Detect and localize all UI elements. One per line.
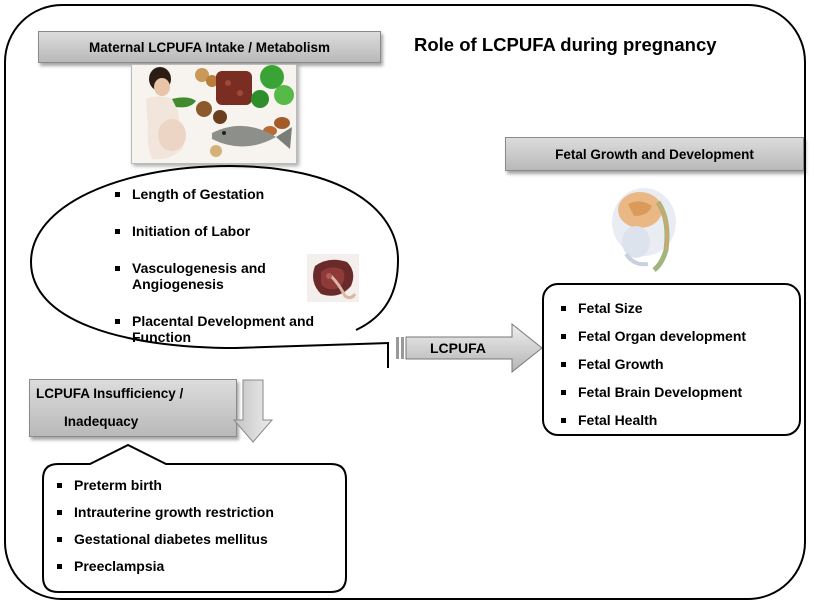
fetal-outcomes-list: Fetal Size Fetal Organ development Fetal… — [554, 300, 799, 428]
placental-effects-list-wrap: Length of Gestation Initiation of Labor … — [108, 186, 338, 345]
list-item: Fetal Growth — [554, 356, 799, 372]
placental-effects-list: Length of Gestation Initiation of Labor … — [108, 186, 338, 345]
maternal-intake-header-label: Maternal LCPUFA Intake / Metabolism — [88, 39, 331, 55]
diagram-title: Role of LCPUFA during pregnancy — [414, 34, 717, 55]
diagram-frame — [4, 4, 806, 600]
list-item: Fetal Organ development — [554, 328, 799, 344]
down-arrow — [232, 379, 274, 443]
list-item: Fetal Size — [554, 300, 799, 316]
list-item: Fetal Brain Development — [554, 384, 799, 400]
list-item: Vasculogenesis and Angiogenesis — [108, 260, 307, 292]
fetal-growth-header: Fetal Growth and Development — [505, 137, 804, 171]
maternal-diet-image — [131, 64, 297, 164]
fetal-outcomes-box: Fetal Size Fetal Organ development Fetal… — [542, 283, 801, 436]
list-item: Length of Gestation — [108, 186, 338, 202]
list-item: Preeclampsia — [50, 558, 340, 574]
arrow-label: LCPUFA — [430, 340, 486, 356]
maternal-intake-header: Maternal LCPUFA Intake / Metabolism — [38, 31, 381, 63]
placenta-picture — [307, 254, 359, 302]
list-item: Fetal Health — [554, 412, 799, 428]
placenta-image — [307, 254, 359, 302]
fetus-picture — [600, 180, 698, 276]
list-item: Placental Development and Function — [108, 313, 342, 345]
insufficiency-label-line2: Inadequacy — [64, 414, 139, 429]
fetal-growth-header-label: Fetal Growth and Development — [555, 146, 754, 162]
list-item: Intrauterine growth restriction — [50, 504, 340, 520]
list-item: Preterm birth — [50, 477, 340, 493]
pregnant-woman-foods-picture — [132, 65, 296, 163]
insufficiency-header: LCPUFA Insufficiency / Inadequacy — [29, 379, 237, 437]
list-item: Gestational diabetes mellitus — [50, 531, 340, 547]
lcpufa-arrow: LCPUFA — [396, 322, 543, 374]
fetus-image — [600, 180, 698, 276]
complications-list-wrap: Preterm birth Intrauterine growth restri… — [50, 477, 340, 574]
list-item: Initiation of Labor — [108, 223, 338, 239]
complications-list: Preterm birth Intrauterine growth restri… — [50, 477, 340, 574]
insufficiency-label-line1: LCPUFA Insufficiency / — [36, 386, 184, 401]
